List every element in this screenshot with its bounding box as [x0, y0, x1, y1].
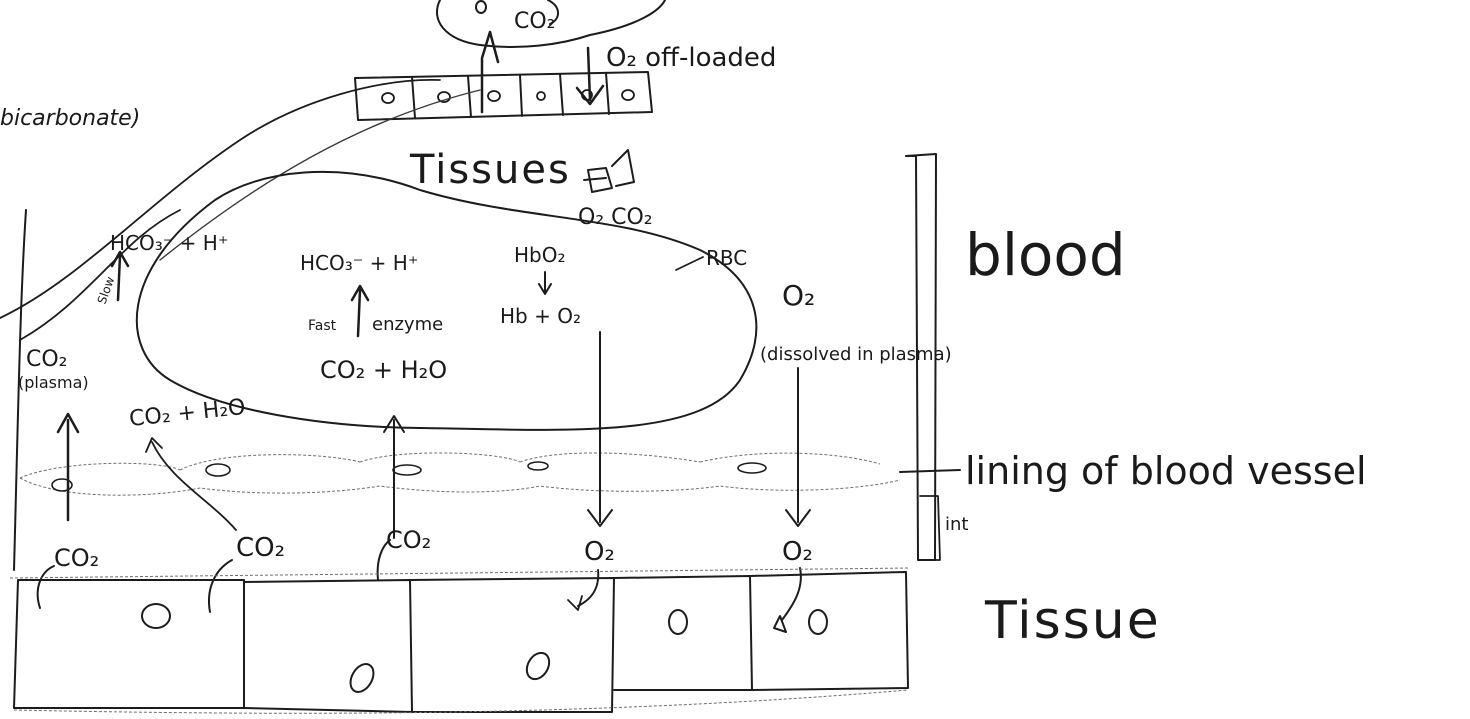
- tissue-nucleus-4: [669, 610, 687, 634]
- tissue-co2-curve-2: [209, 560, 232, 612]
- rbc-leader: [676, 257, 703, 270]
- co2-h2o-plasma-label: CO₂ + H₂O: [128, 395, 247, 432]
- enzyme-label: enzyme: [372, 314, 443, 335]
- lining-leader: [900, 470, 960, 472]
- hb-o2-label: Hb + O₂: [500, 304, 581, 328]
- o2-down-arrow: [588, 48, 590, 100]
- tissue-nucleus-5: [809, 610, 827, 634]
- tissue-label: Tissue: [984, 591, 1161, 651]
- upper-cell-row: [355, 72, 652, 120]
- dissolved-in-plasma-label: (dissolved in plasma): [760, 344, 952, 365]
- tissue-co2-curve-1: [38, 566, 54, 608]
- slow-label: Slow: [95, 275, 118, 306]
- co2-plasma-label: CO₂: [26, 347, 68, 372]
- fast-arrow: [358, 290, 360, 336]
- blood-label: blood: [965, 221, 1126, 289]
- int-bracket: [920, 496, 940, 560]
- lining-label: lining of blood vessel: [965, 449, 1367, 493]
- tissue-nucleus-2: [346, 660, 378, 696]
- co2-h2o-rbc-label: CO₂ + H₂O: [320, 356, 447, 384]
- sweep-line-left: [20, 210, 180, 340]
- o2-label-2: O₂: [782, 537, 813, 567]
- co2-label-3: CO₂: [386, 526, 431, 554]
- hco3-plasma-label: HCO₃⁻ + H⁺: [110, 231, 228, 255]
- co2-label-1: CO₂: [54, 544, 99, 572]
- tissues-label: Tissues: [409, 147, 571, 193]
- o2-offloaded-label: O₂ off-loaded: [606, 43, 776, 73]
- exchange-arrow: [584, 178, 606, 180]
- o2-tissue-curve-1-head: [568, 596, 582, 610]
- exchange-squares: [588, 150, 634, 192]
- tissue-nucleus-3: [522, 649, 553, 683]
- vessel-lining-cells: [20, 453, 900, 495]
- plasma-paren-label: (plasma): [18, 373, 89, 392]
- co2-h2o-curve-arrow: [152, 442, 236, 530]
- co2-top-label: CO₂: [514, 9, 556, 34]
- tissue-cell-row: [10, 568, 910, 713]
- hbo2-arrow: [539, 272, 551, 294]
- o2-dissolved-label: O₂: [782, 279, 815, 312]
- bicarbonate-label: bicarbonate): [0, 106, 140, 131]
- rbc-label: RBC: [706, 246, 747, 270]
- co2-label-2: CO₂: [236, 533, 285, 563]
- o2-label-1: O₂: [584, 537, 615, 567]
- hco3-rbc-label: HCO₃⁻ + H⁺: [300, 251, 418, 275]
- int-label: int: [945, 514, 968, 535]
- rbc-outline: [137, 172, 757, 430]
- upper-cell-nucleus: [476, 1, 486, 13]
- tissue-nucleus-1: [142, 604, 170, 628]
- slow-arrow: [118, 256, 120, 300]
- fast-label: Fast: [308, 318, 337, 334]
- hbo2-label: HbO₂: [514, 243, 566, 267]
